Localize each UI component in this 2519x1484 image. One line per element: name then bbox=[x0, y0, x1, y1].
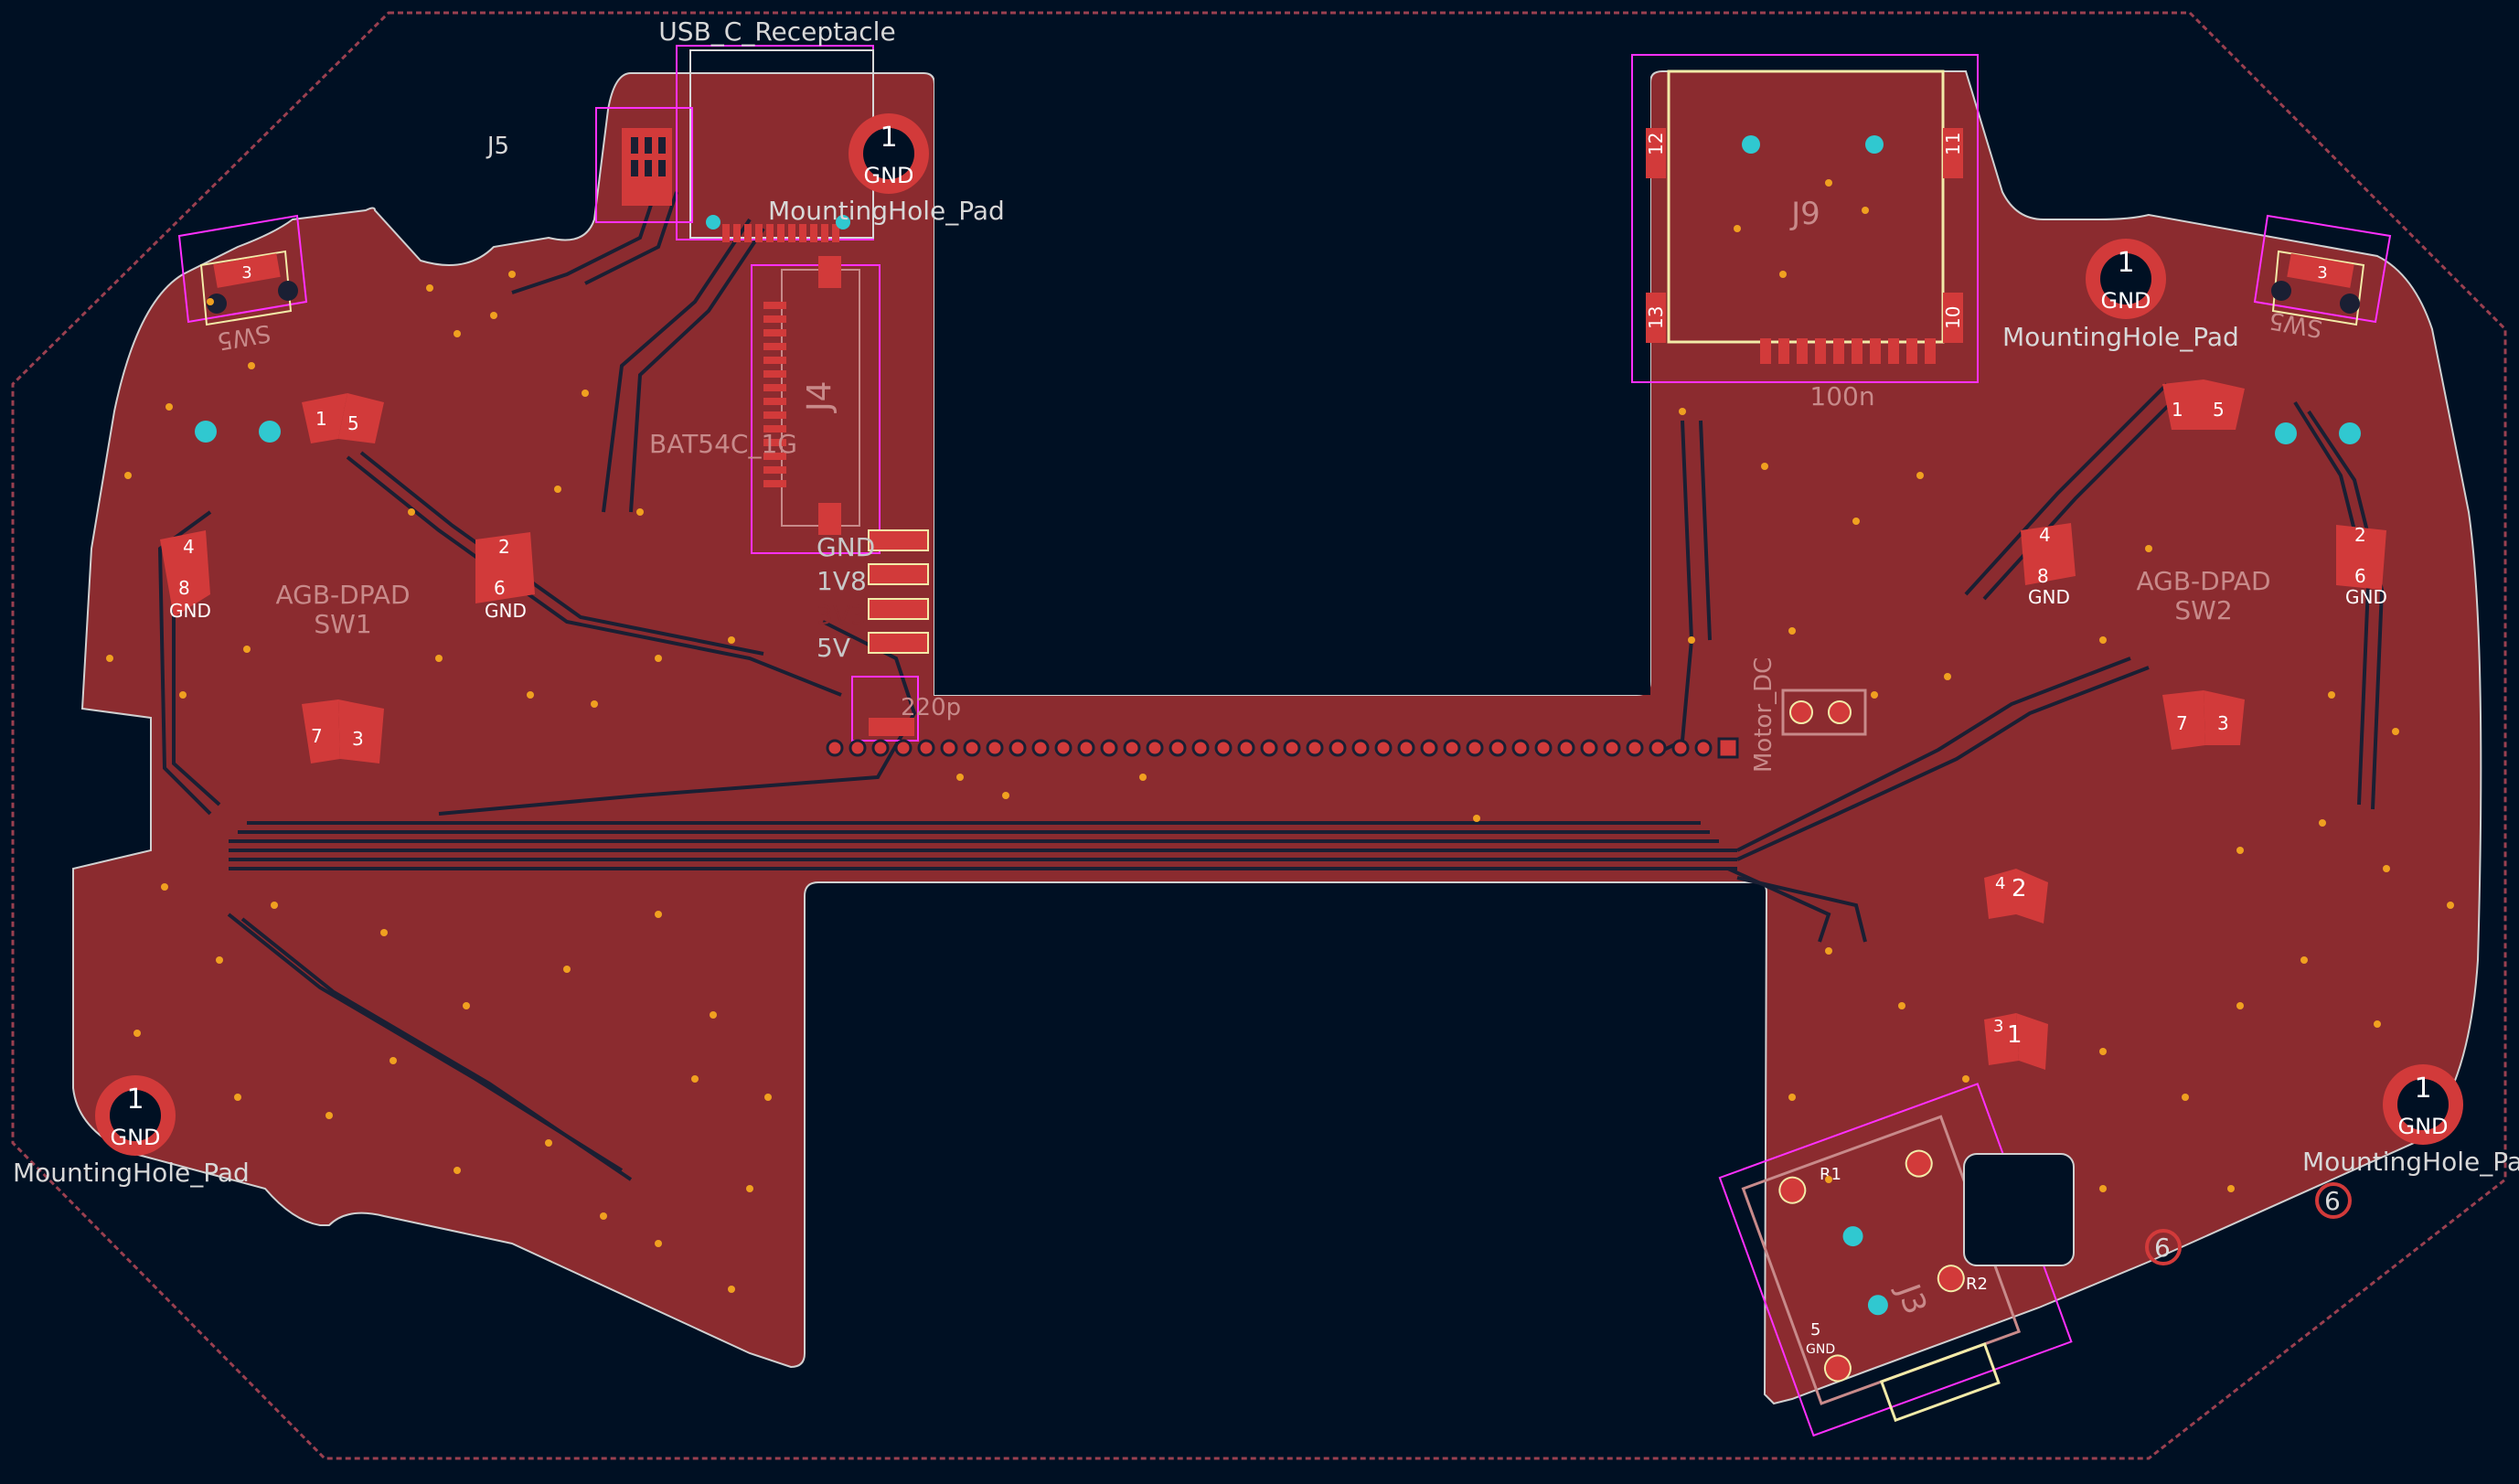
mounting-hole-bottom-left[interactable] bbox=[95, 1075, 176, 1156]
mh-top-pad-number: 1 bbox=[880, 122, 897, 154]
mh-br-pad-number: 1 bbox=[2414, 1073, 2431, 1105]
dpad-left-ref: SW1 bbox=[314, 609, 371, 639]
mounting-hole-top[interactable] bbox=[849, 113, 929, 194]
j9-pin-12: 12 bbox=[1645, 133, 1667, 155]
dpad-right-gnd2: GND bbox=[2345, 586, 2387, 608]
dpad-left-3: 3 bbox=[352, 728, 364, 750]
rail-5v-label: 5V bbox=[817, 633, 850, 663]
dpad-right-ref: SW2 bbox=[2174, 595, 2232, 625]
mh-br-label: MountingHole_Pa bbox=[2302, 1147, 2519, 1177]
rail-1v8-label: 1V8 bbox=[817, 566, 867, 596]
fiducial-markers bbox=[2145, 1182, 2352, 1265]
dpad-right-2: 2 bbox=[2354, 524, 2366, 546]
dpad-left-2: 2 bbox=[498, 536, 510, 558]
dpad-right-1: 1 bbox=[2172, 399, 2183, 421]
select-pin4: 4 bbox=[1995, 874, 2005, 893]
j5-label: J5 bbox=[486, 133, 509, 160]
vias bbox=[106, 179, 2454, 1293]
rail-3v3-label: 3V3 bbox=[817, 600, 867, 630]
shoulder-switch-left[interactable] bbox=[177, 214, 308, 326]
j9-hole bbox=[1865, 135, 1884, 154]
start-pin1: 1 bbox=[2007, 1021, 2023, 1049]
dpad-right-3: 3 bbox=[2217, 712, 2229, 734]
mounting-hole-right[interactable] bbox=[2086, 239, 2166, 319]
dpad-right-4: 4 bbox=[2039, 524, 2051, 546]
dpad-right-7: 7 bbox=[2176, 712, 2188, 734]
dpad-left-name: AGB-DPAD bbox=[275, 580, 410, 610]
j3-pin5: 5 bbox=[1810, 1320, 1820, 1340]
dpad-left-gnd2: GND bbox=[485, 600, 527, 622]
j9-value-label: 100n bbox=[1809, 381, 1874, 411]
dpad-left-8: 8 bbox=[178, 577, 190, 599]
usb-c-ref-label: USB_C_Receptacle bbox=[658, 16, 895, 47]
j4-connector[interactable] bbox=[751, 256, 881, 554]
motor-dc-footprint[interactable] bbox=[1781, 689, 1867, 736]
power-test-pads[interactable] bbox=[868, 529, 929, 654]
dpad-left-1: 1 bbox=[315, 408, 327, 430]
mh-br-gnd: GND bbox=[2397, 1114, 2448, 1139]
rail-gnd-label: GND bbox=[817, 532, 875, 562]
trace-bundle-main bbox=[157, 182, 2385, 1181]
j9-footprint[interactable] bbox=[1631, 54, 1979, 383]
dpad-right-8: 8 bbox=[2037, 565, 2049, 587]
j3-r1: R1 bbox=[1820, 1165, 1841, 1184]
mh-right-gnd: GND bbox=[2100, 288, 2151, 314]
mh-bl-label: MountingHole_Pad bbox=[13, 1158, 250, 1188]
capacitor-value-label: 220p bbox=[901, 694, 961, 721]
mounting-hole-bottom-right[interactable] bbox=[2383, 1064, 2463, 1145]
j4-ref-label: J4 bbox=[801, 380, 838, 413]
mh-top-gnd: GND bbox=[863, 163, 913, 188]
j3-r2: R2 bbox=[1966, 1275, 1988, 1294]
dpad-right-name: AGB-DPAD bbox=[2136, 566, 2270, 596]
dpad-right-5: 5 bbox=[2213, 399, 2225, 421]
j9-pin-11: 11 bbox=[1942, 133, 1964, 155]
mh-right-pad-number: 1 bbox=[2117, 247, 2134, 279]
dpad-left-gnd1: GND bbox=[169, 600, 211, 622]
dpad-left[interactable] bbox=[160, 393, 535, 763]
dpad-left-4: 4 bbox=[183, 536, 195, 558]
mh-right-label: MountingHole_Pad bbox=[2002, 322, 2239, 352]
dpad-right[interactable] bbox=[2021, 379, 2386, 750]
dpad-left-7: 7 bbox=[311, 725, 323, 747]
dpad-right-6: 6 bbox=[2354, 565, 2366, 587]
shoulder-left-pin3: 3 bbox=[241, 263, 251, 283]
upper-cutout-edge bbox=[934, 73, 1650, 695]
mh-bl-gnd: GND bbox=[110, 1125, 160, 1150]
bat54-label: BAT54C_1G bbox=[649, 429, 797, 459]
select-pin2: 2 bbox=[2012, 875, 2027, 902]
ic-footprint[interactable] bbox=[595, 107, 693, 223]
j9-pin-13: 13 bbox=[1645, 306, 1667, 329]
shoulder-right-pin3: 3 bbox=[2317, 263, 2327, 283]
mh-top-label: MountingHole_Pad bbox=[768, 196, 1005, 226]
motor-dc-label: Motor_DC bbox=[1750, 657, 1777, 773]
start-button[interactable] bbox=[1984, 1013, 2048, 1070]
copper-pour[interactable] bbox=[72, 70, 2482, 1405]
board-edge-outline bbox=[11, 11, 2507, 1460]
pin-header-row[interactable] bbox=[826, 737, 1739, 759]
start-pin3: 3 bbox=[1993, 1017, 2003, 1036]
board-cutout-hole bbox=[1963, 1153, 2075, 1266]
j9-pin-10: 10 bbox=[1942, 306, 1964, 329]
j9-ref-label: J9 bbox=[1789, 196, 1820, 232]
dpad-right-gnd1: GND bbox=[2028, 586, 2070, 608]
j9-hole bbox=[1742, 135, 1760, 154]
select-button[interactable] bbox=[1984, 869, 2048, 923]
marker-6-b: 6 bbox=[2324, 1186, 2341, 1216]
dpad-left-6: 6 bbox=[494, 577, 506, 599]
shoulder-switch-right[interactable] bbox=[2253, 214, 2392, 326]
dpad-left-5: 5 bbox=[347, 412, 359, 434]
marker-6-a: 6 bbox=[2154, 1233, 2171, 1263]
mh-bl-pad-number: 1 bbox=[126, 1084, 144, 1116]
j3-gnd: GND bbox=[1806, 1342, 1835, 1357]
